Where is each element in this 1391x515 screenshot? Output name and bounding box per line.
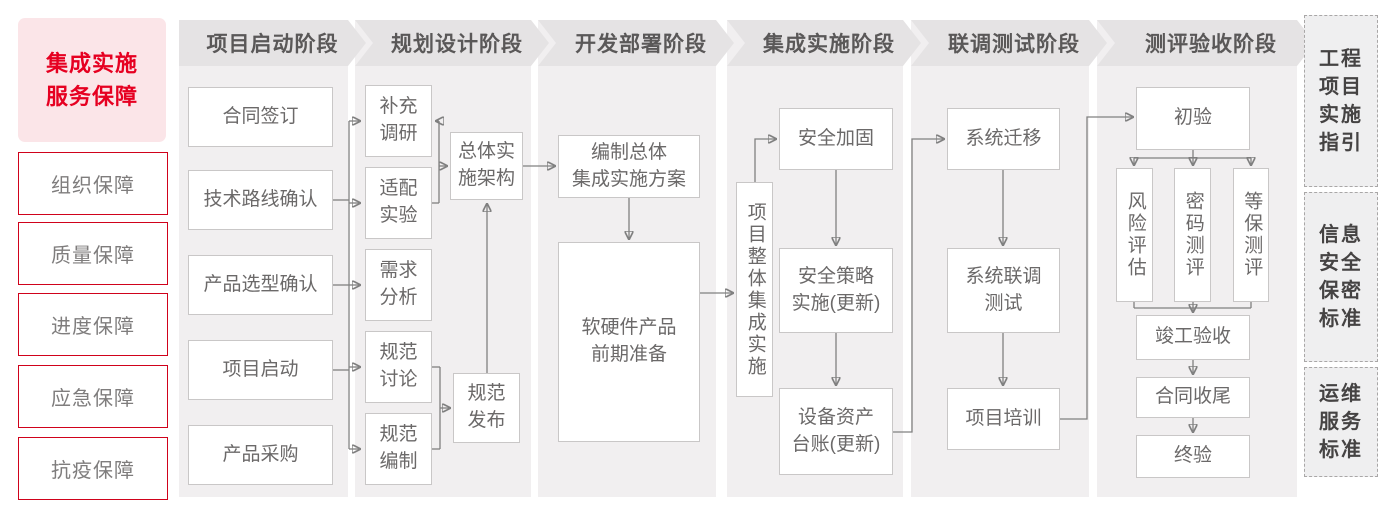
step-crypto-evaluation: 密码测评: [1174, 168, 1211, 302]
step-label: 项目培训: [965, 407, 1042, 429]
sidebar-item-epidemic-guarantee: 抗疫保障: [18, 437, 168, 500]
step-label: 风险评估: [1124, 191, 1146, 279]
step-security-hardening: 安全加固: [779, 108, 893, 170]
phase-header-label: 联调测试阶段: [948, 33, 1080, 56]
step-spec-discussion: 规范 讨论: [365, 331, 432, 403]
step-spec-drafting: 规范 编制: [365, 413, 432, 485]
phase-header-joint-testing: 联调测试阶段: [911, 20, 1107, 66]
step-label: 总体实 施架构: [457, 141, 515, 189]
standard-project-implementation-guide: 工程项目实施指引: [1304, 15, 1378, 187]
phase-header-project-kickoff: 项目启动阶段: [179, 20, 366, 66]
step-security-policy-implementation: 安全策略 实施(更新): [779, 248, 893, 333]
diagram-title-line2: 服务保障: [45, 84, 138, 109]
step-supplementary-research: 补充 调研: [365, 85, 432, 157]
sidebar-item-label: 质量保障: [51, 245, 135, 267]
step-system-migration: 系统迁移: [947, 108, 1060, 170]
step-product-procurement: 产品采购: [188, 425, 333, 485]
step-label: 设备资产 台账(更新): [791, 406, 881, 455]
step-label: 合同签订: [222, 105, 299, 127]
phase-header-label: 集成实施阶段: [763, 33, 895, 56]
step-label: 终验: [1173, 445, 1212, 467]
step-contract-closure: 合同收尾: [1136, 377, 1250, 418]
step-label: 安全加固: [797, 127, 874, 149]
step-tech-route-confirm: 技术路线确认: [188, 170, 333, 230]
step-label: 安全策略 实施(更新): [791, 265, 881, 314]
standard-label: 信息安全保密标准: [1319, 224, 1363, 330]
sidebar-item-label: 抗疫保障: [51, 460, 135, 482]
step-label: 产品选型确认: [203, 273, 318, 295]
sidebar-item-quality-guarantee: 质量保障: [18, 222, 168, 285]
step-label: 补充 调研: [379, 96, 418, 144]
step-label: 初验: [1173, 107, 1212, 129]
phase-header-label: 测评验收阶段: [1145, 33, 1277, 56]
phase-header-integration-implementation: 集成实施阶段: [727, 20, 921, 66]
step-contract-signing: 合同签订: [188, 87, 333, 147]
step-completion-acceptance: 竣工验收: [1136, 315, 1250, 360]
sidebar-item-label: 应急保障: [51, 388, 135, 410]
sidebar-item-label: 组织保障: [51, 175, 135, 197]
standard-om-service: 运维服务标准: [1304, 367, 1378, 477]
step-label: 等保测评: [1241, 191, 1263, 279]
step-initial-acceptance: 初验: [1136, 87, 1250, 150]
step-label: 规范 编制: [379, 424, 418, 472]
phase-header-evaluation-acceptance: 测评验收阶段: [1097, 20, 1315, 66]
step-risk-assessment: 风险评估: [1116, 168, 1153, 302]
step-label: 编制总体 集成实施方案: [571, 141, 686, 190]
sidebar-item-schedule-guarantee: 进度保障: [18, 293, 168, 356]
sidebar-item-label: 进度保障: [51, 316, 135, 338]
step-project-kickoff: 项目启动: [188, 340, 333, 400]
phase-header-label: 开发部署阶段: [575, 33, 707, 56]
sidebar-item-organization-guarantee: 组织保障: [18, 152, 168, 215]
step-label: 项目启动: [222, 358, 299, 380]
step-requirement-analysis: 需求 分析: [365, 249, 432, 321]
step-classified-protection-evaluation: 等保测评: [1233, 168, 1269, 302]
phase-header-label: 规划设计阶段: [391, 33, 523, 56]
step-overall-implementation-architecture: 总体实 施架构: [450, 132, 523, 200]
step-project-training: 项目培训: [947, 388, 1060, 450]
step-label: 系统迁移: [965, 127, 1042, 149]
step-overall-integration-plan: 编制总体 集成实施方案: [558, 135, 700, 198]
step-label: 产品采购: [222, 443, 299, 465]
step-label: 系统联调 测试: [965, 265, 1042, 314]
step-label: 适配 实验: [379, 178, 418, 226]
diagram-title: 集成实施 服务保障: [18, 18, 166, 142]
phase-header-dev-deployment: 开发部署阶段: [538, 20, 734, 66]
step-label: 竣工验收: [1154, 326, 1231, 348]
step-overall-project-integration: 项目整体集成实施: [736, 182, 773, 397]
step-label: 需求 分析: [379, 260, 418, 308]
sidebar-item-emergency-guarantee: 应急保障: [18, 365, 168, 428]
step-label: 项目整体集成实施: [744, 201, 766, 378]
step-product-selection-confirm: 产品选型确认: [188, 255, 333, 315]
step-system-joint-testing: 系统联调 测试: [947, 248, 1060, 333]
step-asset-ledger-update: 设备资产 台账(更新): [779, 388, 893, 475]
step-label: 规范 讨论: [379, 342, 418, 390]
step-label: 软硬件产品 前期准备: [581, 317, 677, 365]
step-adaptation-test: 适配 实验: [365, 167, 432, 239]
standard-label: 运维服务标准: [1319, 383, 1363, 461]
phase-header-label: 项目启动阶段: [206, 33, 339, 56]
step-spec-release: 规范 发布: [453, 373, 520, 443]
step-final-acceptance: 终验: [1136, 435, 1250, 478]
step-label: 密码测评: [1182, 191, 1204, 279]
standard-label: 工程项目实施指引: [1319, 48, 1363, 154]
phase-header-planning-design: 规划设计阶段: [355, 20, 549, 66]
step-label: 技术路线确认: [203, 188, 318, 210]
standard-information-security: 信息安全保密标准: [1304, 192, 1378, 362]
step-label: 规范 发布: [467, 383, 506, 431]
diagram-title-line1: 集成实施: [45, 51, 138, 76]
step-hw-sw-preparation: 软硬件产品 前期准备: [558, 242, 700, 442]
step-label: 合同收尾: [1154, 386, 1231, 408]
